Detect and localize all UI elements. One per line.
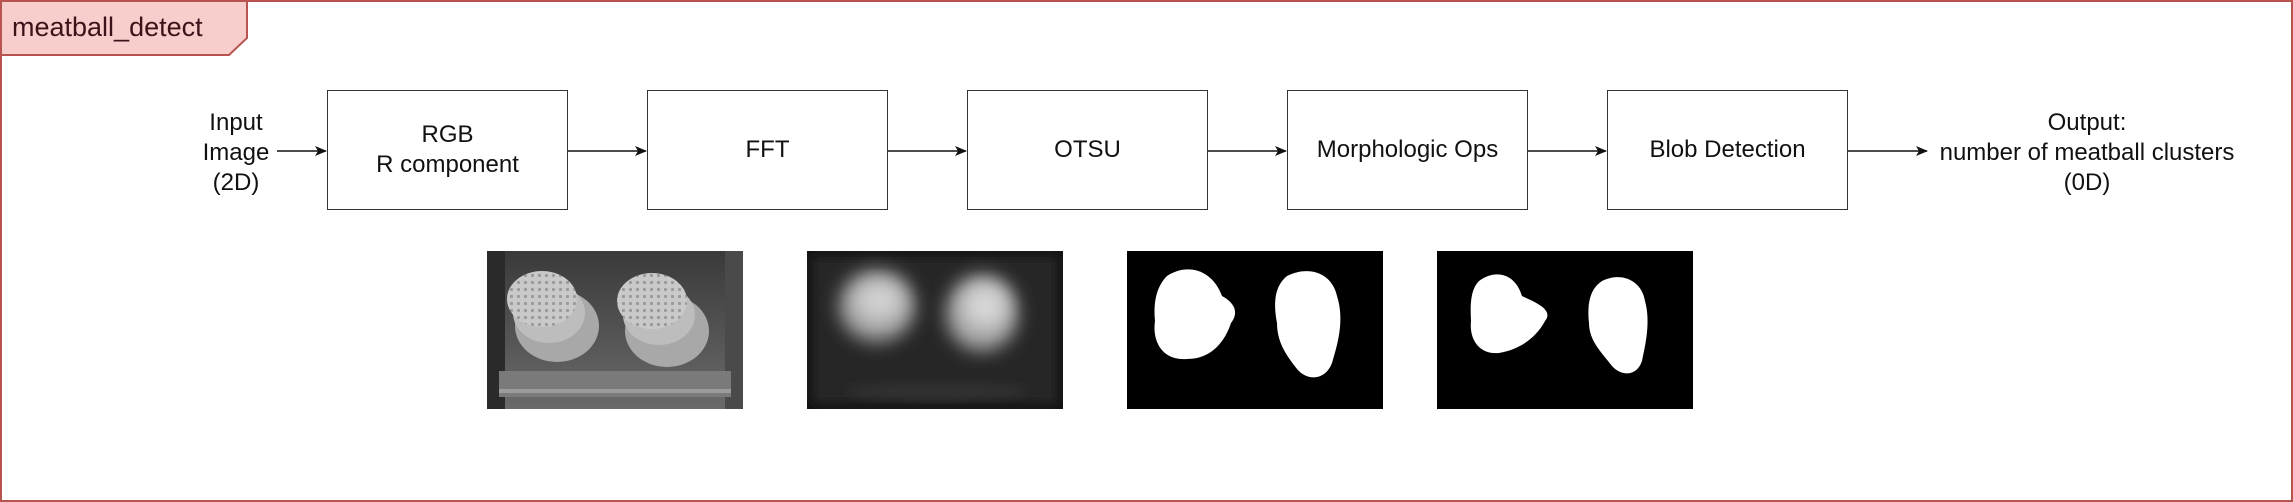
output-label: Output: number of meatball clusters (0D) <box>1939 109 2235 196</box>
step-rgb-r-component[interactable]: RGB R component <box>327 90 568 210</box>
morphology-binary-mask <box>1437 251 1693 409</box>
input-label: Input Image (2D) <box>202 109 270 196</box>
fft-filtered-image <box>807 251 1063 409</box>
step-morphologic-ops[interactable]: Morphologic Ops <box>1287 90 1528 210</box>
diagram-title: meatball_detect <box>12 12 203 42</box>
step-fft[interactable]: FFT <box>647 90 888 210</box>
step-otsu[interactable]: OTSU <box>967 90 1208 210</box>
step-blob-detection[interactable]: Blob Detection <box>1607 90 1848 210</box>
otsu-binary-mask <box>1127 251 1383 409</box>
title-tab: meatball_detect <box>0 0 250 57</box>
grayscale-meatballs-image <box>487 251 743 409</box>
